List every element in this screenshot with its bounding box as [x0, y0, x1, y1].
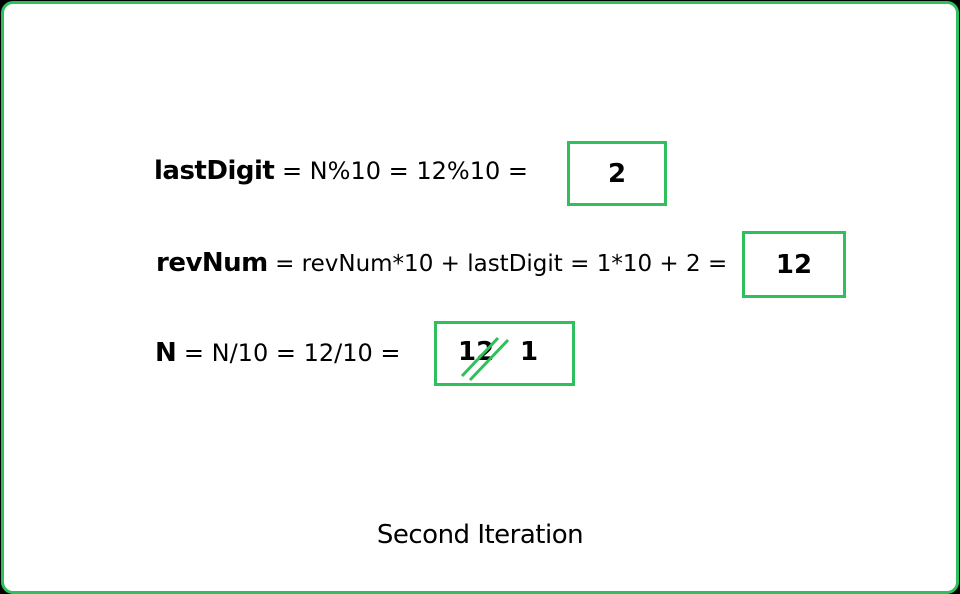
- revnum-label: revNum: [156, 248, 268, 278]
- n-result-box: [434, 321, 575, 386]
- lastdigit-result-box: 2: [567, 141, 667, 206]
- revnum-expression: = revNum*10 + lastDigit = 1*10 + 2 =: [267, 251, 728, 277]
- revnum-result-box: 12: [742, 231, 846, 298]
- n-label: N: [155, 338, 177, 368]
- n-expression: = N/10 = 12/10 =: [176, 339, 401, 367]
- n-result: 1: [520, 337, 539, 367]
- lastdigit-expression: = N%10 = 12%10 =: [274, 157, 528, 185]
- lastdigit-label: lastDigit: [154, 156, 275, 186]
- revnum-row: revNum = revNum*10 + lastDigit = 1*10 + …: [156, 248, 727, 278]
- caption: Second Iteration: [376, 520, 584, 550]
- revnum-result: 12: [775, 249, 813, 280]
- lastdigit-row: lastDigit = N%10 = 12%10 =: [154, 156, 528, 186]
- lastdigit-result: 2: [607, 158, 627, 189]
- n-row: N = N/10 = 12/10 =: [155, 338, 400, 368]
